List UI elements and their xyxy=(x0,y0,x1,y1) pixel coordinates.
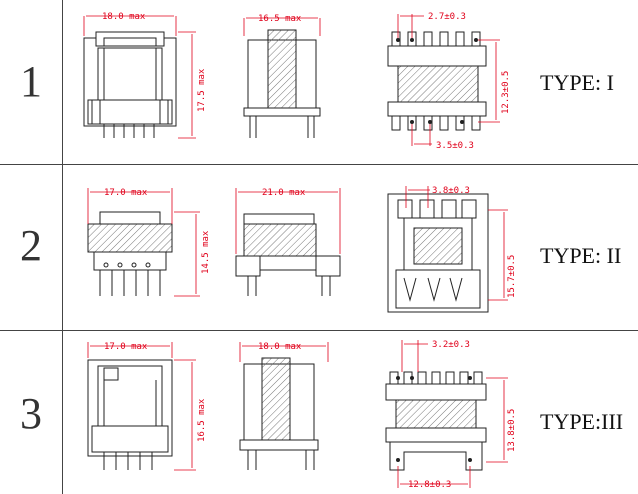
grid-row-divider-2 xyxy=(0,330,638,331)
row-3-top-view xyxy=(385,371,487,471)
row-1-bottom-pitch-label: 3.5±0.3 xyxy=(436,141,474,151)
row-1-front-height-label: 17.5 max xyxy=(197,68,207,112)
row-1-side-width-label: 16.5 max xyxy=(258,14,302,24)
row-3-bottom-width-label: 12.8±0.3 xyxy=(408,480,451,490)
row-number-2: 2 xyxy=(20,221,42,270)
grid-vertical-divider xyxy=(62,0,63,494)
row-3-drawings: 17.0 max 16.5 max 18.0 max 3.2±0.3 13.8±… xyxy=(87,340,517,490)
type-label-3: TYPE:III xyxy=(540,409,624,434)
row-3-side-width-label: 18.0 max xyxy=(258,342,302,352)
row-3-top-pitch-label: 3.2±0.3 xyxy=(432,340,470,350)
row-2-top-pitch-label: 3.8±0.3 xyxy=(432,186,470,196)
row-1-front-width-label: 18.0 max xyxy=(102,12,146,22)
row-2-side-width-label: 21.0 max xyxy=(262,188,306,198)
row-3-front-height-label: 16.5 max xyxy=(197,398,207,442)
row-1-front-view xyxy=(83,31,177,138)
row-2-side-view xyxy=(235,213,341,296)
row-2-front-width-label: 17.0 max xyxy=(104,188,148,198)
row-3-front-width-label: 17.0 max xyxy=(104,342,148,352)
type-label-1: TYPE: I xyxy=(540,70,614,95)
row-2-drawings: 17.0 max 14.5 max 21.0 max 3.8±0.3 15.7±… xyxy=(87,186,517,313)
row-number-3: 3 xyxy=(20,389,42,438)
row-1-top-pitch-label: 2.7±0.3 xyxy=(428,12,466,22)
row-3-side-view xyxy=(239,357,319,470)
row-1-drawings: 18.0 max 17.5 max 16.5 max 2.7±0.3 12.3±… xyxy=(83,12,511,151)
row-1-top-height-label: 12.3±0.5 xyxy=(501,71,511,114)
row-2-top-view xyxy=(387,193,489,313)
type-label-2: TYPE: II xyxy=(540,243,622,268)
row-3-top-height-label: 13.8±0.5 xyxy=(507,409,517,452)
row-1-side-view xyxy=(243,29,321,138)
row-1-top-view xyxy=(387,31,487,131)
row-2-front-view xyxy=(87,211,173,296)
row-3-front-view xyxy=(87,359,173,470)
row-2-top-height-label: 15.7±0.5 xyxy=(507,255,517,298)
grid-row-divider-1 xyxy=(0,164,638,165)
row-2-front-height-label: 14.5 max xyxy=(201,230,211,274)
row-number-1: 1 xyxy=(20,57,42,106)
